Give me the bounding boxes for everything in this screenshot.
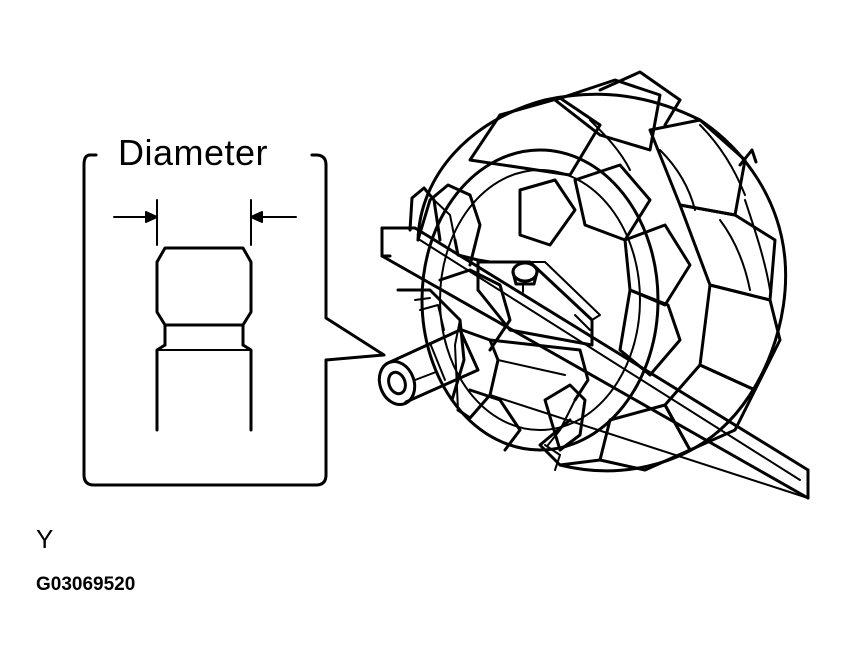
vernier-caliper [382, 188, 808, 498]
commutator-segment-detail [157, 248, 251, 430]
armature-shaft [374, 330, 478, 409]
diameter-label: Diameter [118, 132, 269, 173]
armature-rotor [418, 72, 786, 471]
diameter-dimension [114, 200, 296, 245]
view-marker-label: Y [36, 524, 54, 554]
figure-code-label: G03069520 [36, 574, 136, 595]
callout-box [84, 155, 384, 485]
